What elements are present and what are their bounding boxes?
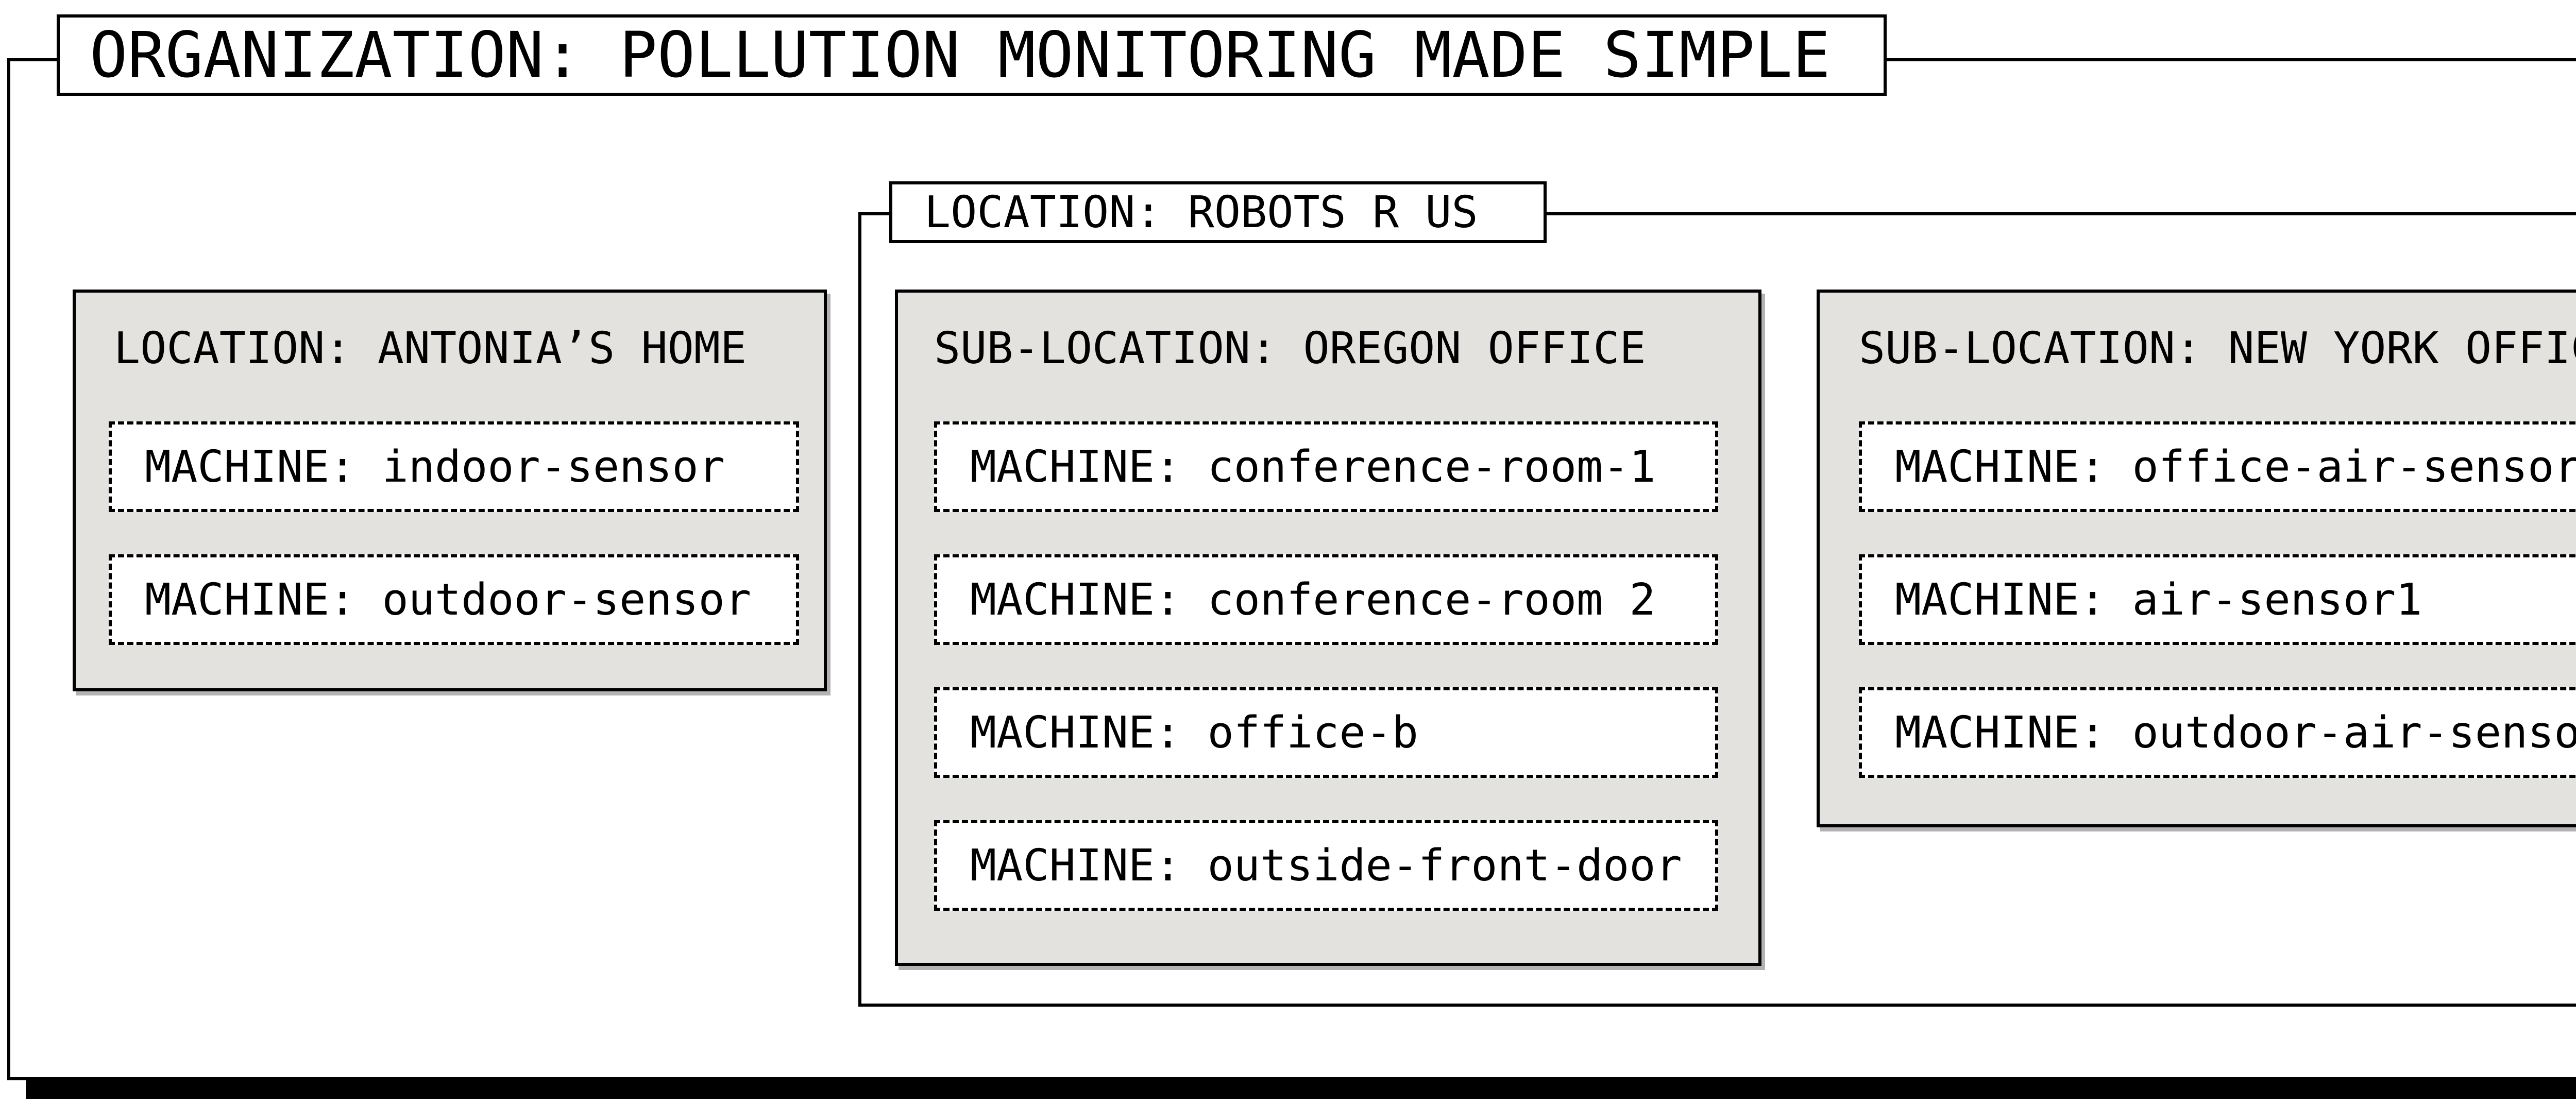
- machine-box-office-b: MACHINE: office-b: [934, 687, 1718, 778]
- machine-box-indoor-sensor: MACHINE: indoor-sensor: [109, 421, 799, 512]
- machine-box-outside-front-door: MACHINE: outside-front-door: [934, 820, 1718, 911]
- sublocation-box-oregon-office: SUB-LOCATION: OREGON OFFICE MACHINE: con…: [895, 290, 1761, 966]
- machine-box-air-sensor1: MACHINE: air-sensor1: [1859, 554, 2576, 645]
- machine-box-conference-room-1: MACHINE: conference-room-1: [934, 421, 1718, 512]
- organization-title-box: ORGANIZATION: POLLUTION MONITORING MADE …: [57, 14, 1887, 96]
- sublocation-label: SUB-LOCATION: NEW YORK OFFICE: [1859, 322, 2576, 374]
- location-label: LOCATION: ROBOTS R US: [924, 186, 1478, 238]
- sublocation-label: SUB-LOCATION: OREGON OFFICE: [934, 322, 1646, 374]
- machine-box-outdoor-air-sensor: MACHINE: outdoor-air-sensor: [1859, 687, 2576, 778]
- location-label: LOCATION: ANTONIA’S HOME: [114, 322, 747, 374]
- machine-box-office-air-sensor: MACHINE: office-air-sensor: [1859, 421, 2576, 512]
- machine-box-outdoor-sensor: MACHINE: outdoor-sensor: [109, 554, 799, 645]
- location-label-box-robots-r-us: LOCATION: ROBOTS R US: [889, 181, 1547, 243]
- sublocation-box-new-york-office: SUB-LOCATION: NEW YORK OFFICE MACHINE: o…: [1817, 290, 2576, 827]
- machine-box-conference-room-2: MACHINE: conference-room 2: [934, 554, 1718, 645]
- organization-title: ORGANIZATION: POLLUTION MONITORING MADE …: [90, 19, 1831, 92]
- location-box-antonias-home: LOCATION: ANTONIA’S HOME MACHINE: indoor…: [73, 290, 827, 691]
